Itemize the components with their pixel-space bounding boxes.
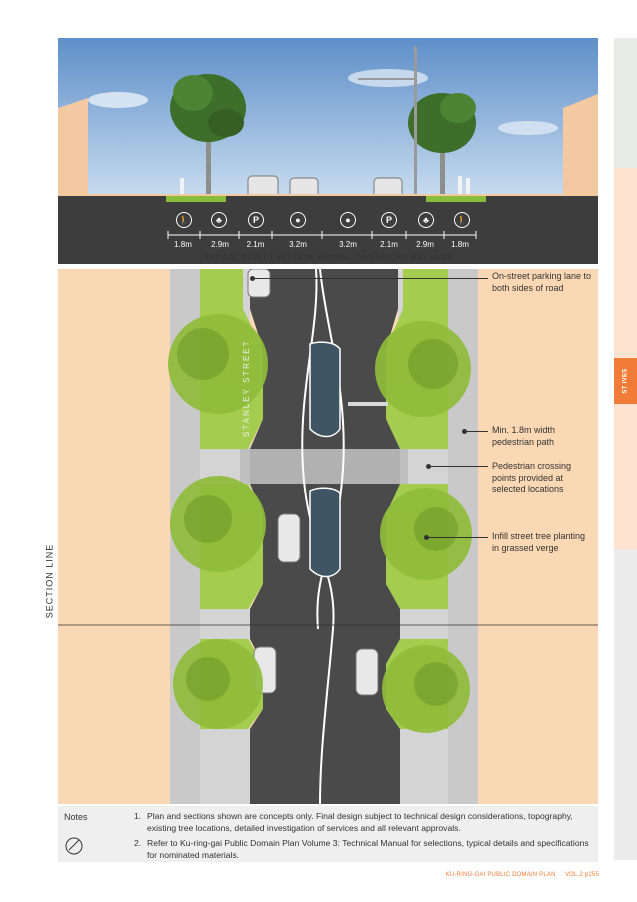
section-drawing — [58, 38, 598, 264]
side-tabs: ST IVES — [614, 38, 637, 860]
side-tab-block — [614, 168, 637, 358]
page-footer: KU-RING-GAI PUBLIC DOMAIN PLAN VOL.2 p25… — [446, 872, 599, 878]
side-tab-block — [614, 549, 637, 860]
parking-icon: P — [381, 212, 397, 228]
dimension-label: 3.2m — [289, 240, 307, 249]
callout-leader — [466, 431, 488, 432]
notes-panel: Notes 1.Plan and sections shown are conc… — [58, 806, 598, 862]
callout-dot — [250, 276, 255, 281]
note-item: 1.Plan and sections shown are concepts o… — [134, 811, 573, 833]
callout-dot — [462, 429, 467, 434]
compass-icon — [65, 837, 83, 855]
plan-drawing — [58, 269, 598, 804]
dimension-label: 2.9m — [416, 240, 434, 249]
street-plan-view: STANLEY STREET On-street parking lane to… — [58, 269, 598, 804]
side-tab-block — [614, 38, 637, 168]
dimension-label: 2.1m — [380, 240, 398, 249]
dimension-label: 1.8m — [174, 240, 192, 249]
callout-leader — [254, 278, 488, 279]
side-tab-block — [614, 404, 637, 549]
dimension-label: 2.9m — [211, 240, 229, 249]
pedestrian-icon: 🚶 — [454, 212, 470, 228]
callout-pedestrian-path: Min. 1.8m width pedestrian path — [492, 425, 556, 447]
dimension-label: 1.8m — [451, 240, 469, 249]
callout-pedestrian-crossing: Pedestrian crossing points provided at s… — [492, 461, 572, 494]
callout-leader — [430, 466, 488, 467]
dimension-label: 2.1m — [246, 240, 265, 249]
callout-dot — [426, 464, 431, 469]
side-tab-st-ives[interactable]: ST IVES — [614, 358, 637, 404]
footer-page-number: VOL.2 p255 — [564, 872, 599, 878]
callout-dot — [424, 535, 429, 540]
notes-list: 1.Plan and sections shown are concepts o… — [134, 811, 596, 865]
car-icon: ● — [340, 212, 356, 228]
pedestrian-icon: 🚶 — [176, 212, 192, 228]
section-caption: TYPICAL STREET SECTION SHOWN - DIMENSION… — [204, 253, 452, 262]
street-section-illustration: 🚶 ♣ P ● ● P ♣ 🚶 1.8m 2.9m 2.1m 3.2m 3.2m… — [58, 38, 598, 264]
callout-parking-lane: On-street parking lane to both sides of … — [492, 271, 592, 293]
tree-icon: ♣ — [211, 212, 227, 228]
parking-icon: P — [248, 212, 264, 228]
callout-street-tree-planting: Infill street tree planting in grassed v… — [492, 531, 586, 553]
car-icon: ● — [290, 212, 306, 228]
section-line-label: SECTION LINE — [44, 543, 55, 619]
footer-document-title: KU-RING-GAI PUBLIC DOMAIN PLAN — [445, 872, 556, 878]
callout-leader — [428, 537, 488, 538]
dimension-label: 3.2m — [339, 240, 357, 249]
note-item: 2.Refer to Ku-ring-gai Public Domain Pla… — [134, 838, 589, 860]
tree-icon: ♣ — [418, 212, 434, 228]
notes-title: Notes — [64, 812, 88, 822]
street-name-label: STANLEY STREET — [242, 339, 251, 438]
